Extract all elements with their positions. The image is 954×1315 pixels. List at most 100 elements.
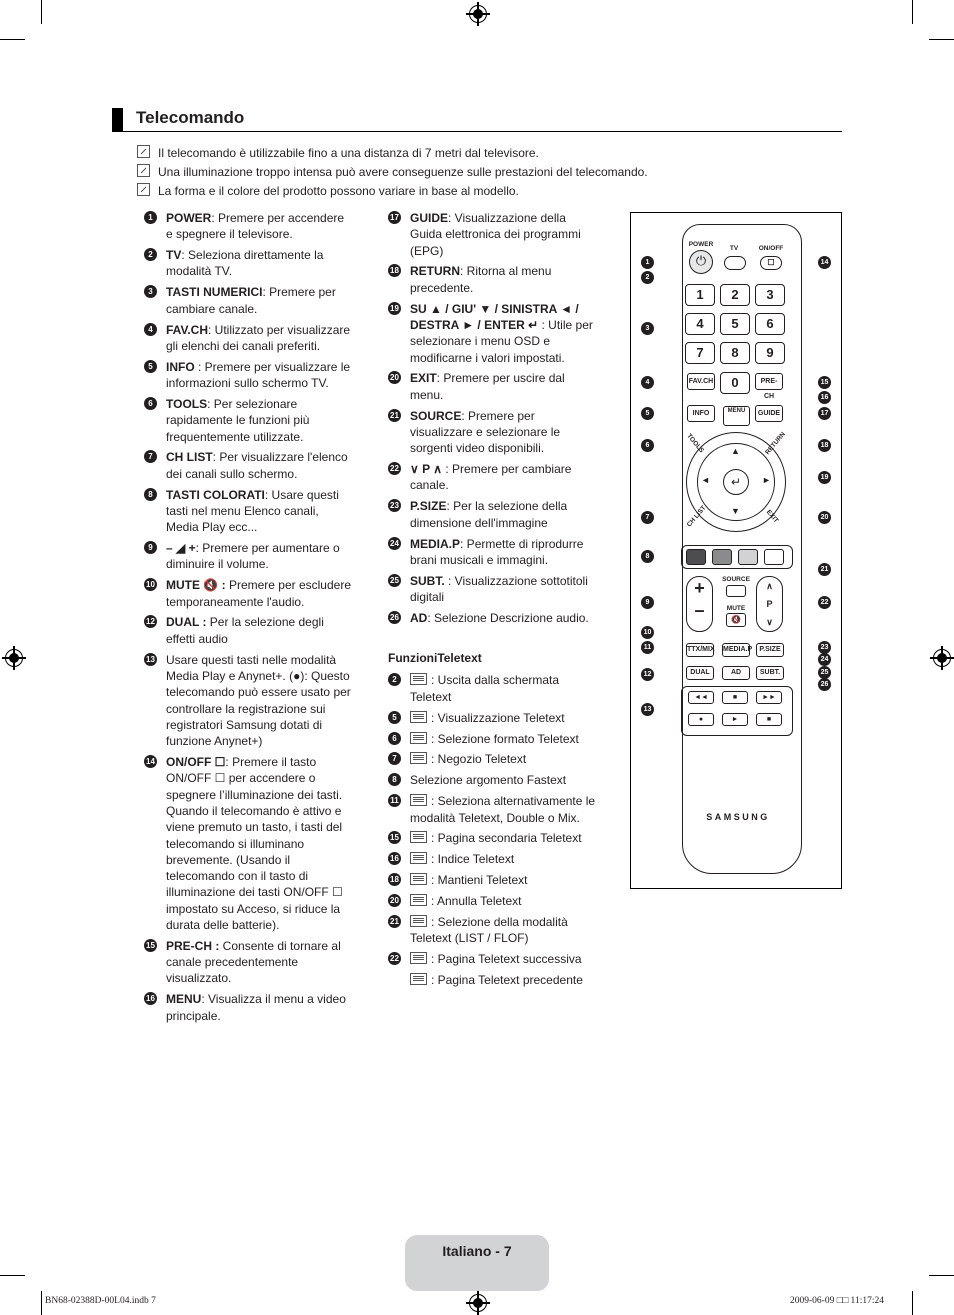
item-description: : Seleziona direttamente la modalità TV. xyxy=(166,248,324,279)
list-item: 10 MUTE 🔇 : Premere per escludere tempora… xyxy=(144,577,354,610)
item-description: : Premere per visualizzare le informazio… xyxy=(166,359,351,391)
button-name: SOURCE xyxy=(410,408,462,423)
dual-button: DUAL xyxy=(686,666,714,680)
crop-mark xyxy=(929,1275,954,1276)
button-name: GUIDE xyxy=(410,211,449,225)
item-description: : Usare questi tasti nel menu Elenco can… xyxy=(166,487,339,535)
list-item: 9– ◢ +: Premere per aumentare o diminuir… xyxy=(144,540,354,573)
callout-21: 21 xyxy=(818,563,831,576)
guide-button: GUIDE xyxy=(755,405,783,422)
item-number-badge: 11 xyxy=(388,794,401,808)
item-number-badge: 10 xyxy=(144,578,157,592)
crop-mark xyxy=(41,1291,42,1315)
item-description: : Pagina Teletext successiva xyxy=(431,952,582,967)
button-name: ∨ P ∧ xyxy=(410,462,443,477)
crop-mark xyxy=(0,1275,25,1276)
item-number-badge: 8 xyxy=(144,487,157,501)
item-number-badge: 15 xyxy=(144,938,157,952)
registration-mark-icon xyxy=(466,1291,490,1315)
item-description: Premere per escludere temporaneamente l'… xyxy=(166,578,351,609)
item-description: : Premere per accendere e spegnere il te… xyxy=(166,211,345,242)
note: La forma e il colore del prodotto posson… xyxy=(137,183,519,199)
item-number-badge: 26 xyxy=(388,610,401,624)
callout-2: 2 xyxy=(641,271,654,284)
crop-mark xyxy=(0,39,25,40)
item-description: : Ritorna al menu precedente. xyxy=(410,264,552,295)
teletext-icon xyxy=(410,752,427,765)
callout-6: 6 xyxy=(641,439,654,452)
item-number-badge: 23 xyxy=(388,499,401,513)
item-number-badge: 20 xyxy=(388,371,401,385)
item-number-badge: 15 xyxy=(388,831,401,845)
item-description: : Premere per aumentare o diminuire il v… xyxy=(166,541,340,572)
button-name: SUBT. xyxy=(410,573,445,588)
enter-icon: ↵ xyxy=(723,469,749,495)
item-description: : Pagina secondaria Teletext xyxy=(431,831,582,846)
button-name: INFO xyxy=(166,359,195,374)
date-slug: 2009-06-09 □□ 11:17:24 xyxy=(790,1296,884,1306)
item-description: : Visualizza il menu a video principale. xyxy=(166,992,346,1023)
item-description: : Permette di riprodurre brani musicali … xyxy=(410,536,584,567)
callout-3: 3 xyxy=(641,322,654,335)
list-item: 16: Indice Teletext xyxy=(388,851,598,867)
media-keys-frame xyxy=(681,686,793,736)
button-name: CH LIST xyxy=(166,450,213,465)
item-description: : Premere per visualizzare e selezionare… xyxy=(410,408,561,456)
item-number-badge: 22 xyxy=(388,952,401,966)
callout-13: 13 xyxy=(641,703,654,716)
list-item: 18: Mantieni Teletext xyxy=(388,872,598,888)
callout-10: 10 xyxy=(641,626,654,639)
item-description: : Indice Teletext xyxy=(431,852,515,867)
power-label: POWER xyxy=(688,241,714,248)
registration-mark-icon xyxy=(2,646,26,670)
item-description: : Premere il tasto ON/OFF ☐ per accender… xyxy=(166,755,343,932)
list-item: 21: Selezione della modalità Teletext (L… xyxy=(388,914,598,947)
list-item: 11: Seleziona alternativamente le modali… xyxy=(388,793,598,826)
list-item: 5: Visualizzazione Teletext xyxy=(388,710,598,726)
callout-19: 19 xyxy=(818,471,831,484)
item-description: : Negozio Teletext xyxy=(431,752,527,767)
page-tab xyxy=(405,1235,549,1291)
note: Il telecomando è utilizzabile fino a una… xyxy=(137,145,539,161)
item-number-badge: 6 xyxy=(144,396,157,410)
button-name: TV xyxy=(166,248,182,263)
crop-mark xyxy=(929,39,954,40)
crop-mark xyxy=(912,1291,913,1315)
list-item: 15 : Pagina secondaria Teletext xyxy=(388,830,598,846)
item-description: : Utile per selezionare i menu OSD e mod… xyxy=(410,317,593,365)
fast-forward-icon: ►► xyxy=(756,691,782,704)
item-number-badge: 5 xyxy=(388,710,401,724)
button-name: SU ▲ / GIU' ▼ / SINISTRA ◄ / DESTRA ► / … xyxy=(410,301,579,332)
button-name: MUTE 🔇 : xyxy=(166,578,226,593)
item-number-badge: 24 xyxy=(388,536,401,550)
callout-4: 4 xyxy=(641,376,654,389)
remote-figure xyxy=(630,212,842,889)
callout-5: 5 xyxy=(641,407,654,420)
digit-key: 9 xyxy=(755,342,785,364)
mute-icon: 🔇 xyxy=(726,613,746,627)
digit-key: 5 xyxy=(720,313,750,335)
item-number-badge: 13 xyxy=(144,652,157,666)
button-name: FAV.CH xyxy=(166,322,209,337)
digit-key: 6 xyxy=(755,313,785,335)
item-description: : Visualizzazione della Guida elettronic… xyxy=(410,211,581,258)
registration-mark-icon xyxy=(466,2,490,26)
up-arrow-icon: ▲ xyxy=(731,446,740,456)
page-number: Italiano - 7 xyxy=(442,1243,512,1259)
item-number-badge: 12 xyxy=(144,615,157,629)
teletext-icon xyxy=(410,973,427,986)
source-button xyxy=(726,585,746,597)
callout-16: 16 xyxy=(818,391,831,404)
callout-22: 22 xyxy=(818,596,831,609)
